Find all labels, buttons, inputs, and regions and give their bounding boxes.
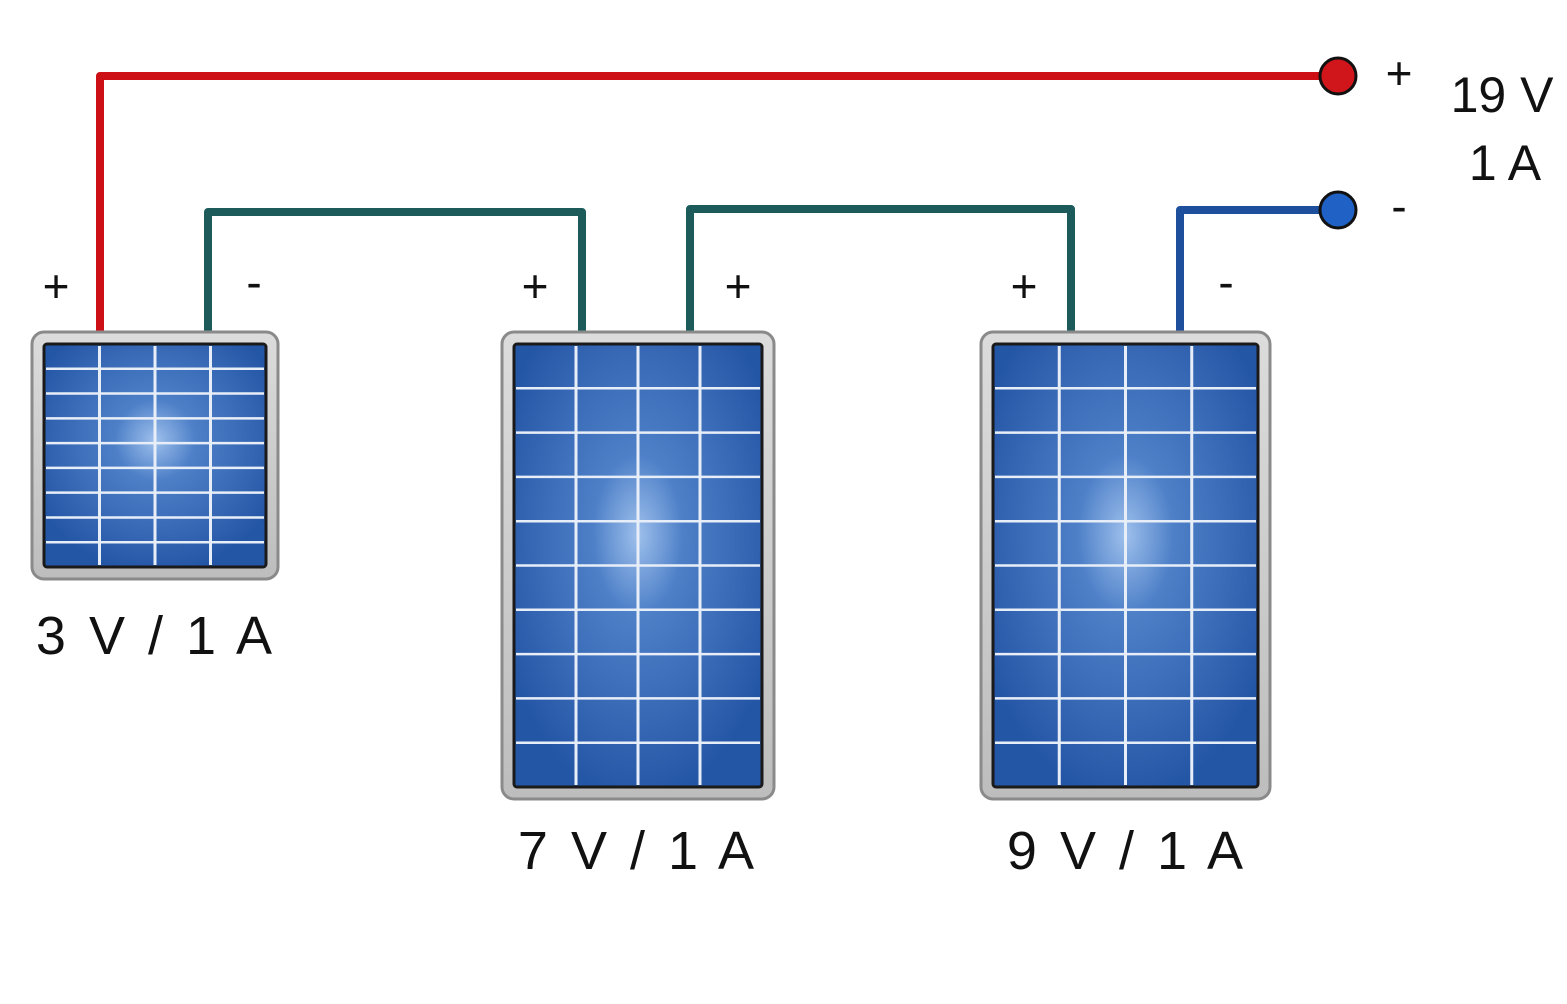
panel-3-minus-sign: - bbox=[1218, 256, 1233, 308]
output-current: 1 A bbox=[1469, 135, 1542, 191]
panel-1-plus-sign: + bbox=[43, 260, 70, 312]
panel-2-label: 7 V / 1 A bbox=[518, 821, 758, 881]
positive-output-wire bbox=[96, 72, 1342, 334]
negative-terminal[interactable] bbox=[1318, 190, 1358, 230]
panel-grid bbox=[995, 346, 1256, 785]
panel-1-minus-sign: - bbox=[246, 256, 261, 308]
output-plus-sign: + bbox=[1386, 47, 1413, 99]
panel-3-label: 9 V / 1 A bbox=[1007, 821, 1247, 881]
output-minus-sign: - bbox=[1391, 180, 1406, 232]
solar-panel-3: + - 9 V / 1 A bbox=[979, 256, 1272, 881]
solar-panel-1: + - 3 V / 1 A bbox=[30, 256, 280, 666]
link-wire-2-3 bbox=[686, 205, 1075, 334]
panel-grid bbox=[46, 346, 264, 565]
panel-2-plus-sign: + bbox=[522, 260, 549, 312]
solar-panel-2: + + 7 V / 1 A bbox=[500, 260, 776, 881]
link-wire-1-2 bbox=[204, 208, 586, 334]
panel-3-plus-sign: + bbox=[1011, 260, 1038, 312]
wires bbox=[96, 72, 1342, 334]
output-voltage: 19 V bbox=[1451, 67, 1555, 123]
panel-2-right-sign: + bbox=[725, 260, 752, 312]
negative-output-wire bbox=[1176, 206, 1342, 334]
panel-1-label: 3 V / 1 A bbox=[36, 606, 276, 666]
panel-grid bbox=[516, 346, 760, 785]
positive-terminal[interactable] bbox=[1318, 56, 1358, 96]
